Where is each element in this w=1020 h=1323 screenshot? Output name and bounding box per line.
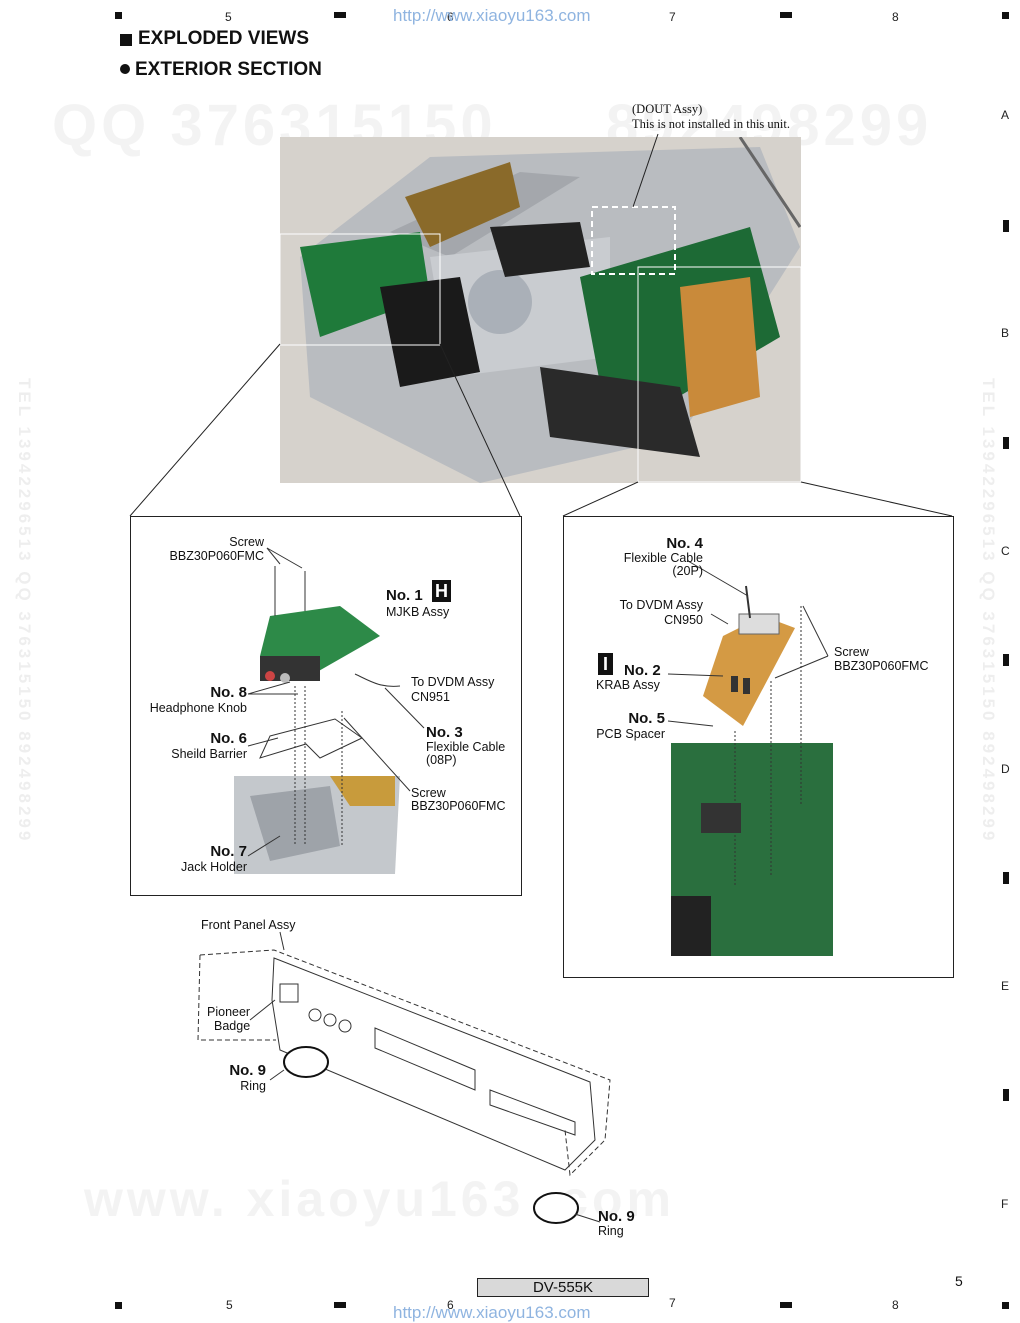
screw-top-code: BBZ30P060FMC (169, 549, 264, 563)
no3-number: No. 3 (426, 724, 463, 741)
no2-number: No. 2 (624, 662, 661, 679)
right-detail-drawing (667, 560, 833, 956)
screw-top-label: Screw (229, 535, 264, 549)
no1-badge: H (432, 580, 451, 602)
ruler-mark (1003, 872, 1009, 884)
no4-pins: (20P) (672, 564, 703, 578)
ruler-col-5-bottom: 5 (226, 1298, 233, 1312)
ruler-row-c: C (1001, 544, 1010, 558)
dout-assy-note: This is not installed in this unit. (632, 117, 790, 131)
left-cn951: CN951 (411, 690, 450, 704)
no7-number: No. 7 (210, 843, 247, 860)
no9a-name: Ring (240, 1079, 266, 1093)
watermark-vertical-left: TEL 13942296513 QQ 376315150 892498299 (15, 378, 34, 844)
ruler-row-d: D (1001, 762, 1010, 776)
pioneer-badge-line2: Badge (214, 1019, 251, 1033)
ruler-mark (334, 1302, 346, 1308)
watermark-url-top: http://www.xiaoyu163.com (393, 6, 591, 25)
ruler-mark (780, 1302, 792, 1308)
no6-number: No. 6 (210, 730, 247, 747)
no3-name: Flexible Cable (426, 740, 506, 754)
ruler-mark (115, 12, 122, 19)
no2-name: KRAB Assy (596, 678, 660, 692)
ruler-mark (1003, 1089, 1009, 1101)
left-to-dvdm: To DVDM Assy (411, 675, 495, 689)
no1-name: MJKB Assy (386, 605, 450, 619)
left-detail-drawing (234, 547, 425, 874)
right-screw-label: Screw (834, 645, 869, 659)
ruler-mark (780, 12, 792, 18)
ruler-mark (1003, 437, 1009, 449)
no9a-number: No. 9 (229, 1062, 266, 1079)
ruler-col-7: 7 (669, 10, 676, 24)
ruler-col-8-bottom: 8 (892, 1298, 899, 1312)
ruler-col-8: 8 (892, 10, 899, 24)
ruler-row-b: B (1001, 326, 1010, 340)
ruler-row-f: F (1001, 1197, 1009, 1211)
unit-photo (280, 137, 801, 483)
ruler-col-6: 6 (447, 10, 454, 24)
ruler-mark (1003, 220, 1009, 232)
pioneer-badge-line1: Pioneer (207, 1005, 251, 1019)
no6-name: Sheild Barrier (171, 747, 247, 761)
ruler-mark (334, 12, 346, 18)
no1-number: No. 1 (386, 587, 423, 604)
no4-name: Flexible Cable (623, 551, 703, 565)
no5-number: No. 5 (628, 710, 665, 727)
screw-low-label: Screw (411, 786, 446, 800)
no9b-number: No. 9 (598, 1208, 635, 1225)
heading-square-icon (120, 34, 132, 46)
dout-assy-label: (DOUT Assy) (632, 102, 703, 116)
no8-number: No. 8 (210, 684, 247, 701)
section-title: EXPLODED VIEWS (138, 28, 310, 49)
ruler-row-a: A (1001, 108, 1010, 122)
front-panel-title: Front Panel Assy (201, 918, 296, 932)
watermark-url-bottom: http://www.xiaoyu163.com (393, 1303, 591, 1322)
ruler-mark (115, 1302, 122, 1309)
no8-name: Headphone Knob (149, 701, 247, 715)
no4-number: No. 4 (666, 535, 703, 552)
no3-pins: (08P) (426, 753, 457, 767)
ruler-row-e: E (1001, 979, 1010, 993)
ruler-col-5: 5 (225, 10, 232, 24)
no2-badge: I (598, 653, 614, 675)
front-panel-drawing (197, 931, 611, 1224)
right-screw-code: BBZ30P060FMC (834, 659, 929, 673)
subsection-title: EXTERIOR SECTION (135, 59, 322, 80)
no7-name: Jack Holder (181, 860, 247, 874)
watermark-vertical-right: TEL 13942296513 QQ 376315150 892498299 (979, 378, 998, 844)
heading-bullet-icon (120, 64, 130, 74)
ruler-col-6-bottom: 6 (447, 1298, 454, 1312)
page-number: 5 (955, 1273, 963, 1289)
ruler-col-7-bottom: 7 (669, 1296, 676, 1310)
right-to-dvdm: To DVDM Assy (619, 598, 703, 612)
no5-name: PCB Spacer (596, 727, 665, 741)
right-cn950: CN950 (664, 613, 703, 627)
model-footer: DV-555K (477, 1278, 649, 1297)
ruler-mark (1003, 654, 1009, 666)
ruler-mark (1002, 1302, 1009, 1309)
screw-low-code: BBZ30P060FMC (411, 799, 506, 813)
no9b-name: Ring (598, 1224, 624, 1238)
ruler-mark (1002, 12, 1009, 19)
